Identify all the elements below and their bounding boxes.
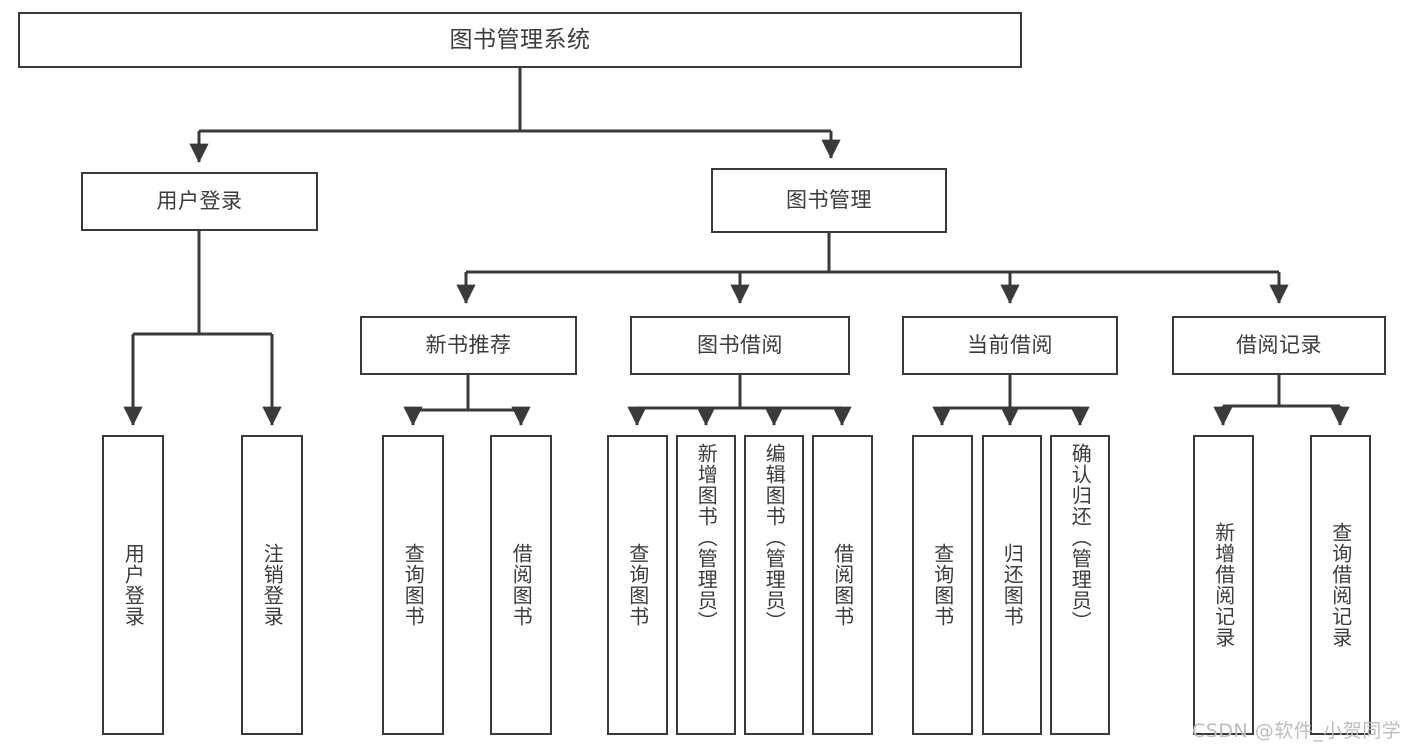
node-leaf-query-book-recommend[interactable]: 查询图书 xyxy=(382,435,444,735)
node-label: 新增图书（管理员） xyxy=(694,443,719,632)
node-label: 注销登录 xyxy=(260,543,285,627)
node-label: 借阅记录 xyxy=(1236,333,1322,358)
node-leaf-return-book[interactable]: 归还图书 xyxy=(982,435,1042,735)
node-label: 查询图书 xyxy=(930,543,955,627)
node-leaf-confirm-return[interactable]: 确认归还（管理员） xyxy=(1050,435,1110,735)
node-leaf-user-login[interactable]: 用户登录 xyxy=(102,435,164,735)
node-root-book-management-system[interactable]: 图书管理系统 xyxy=(18,12,1022,68)
node-label: 用户登录 xyxy=(156,189,243,214)
node-new-book-recommend[interactable]: 新书推荐 xyxy=(360,316,577,375)
node-leaf-add-book[interactable]: 新增图书（管理员） xyxy=(676,435,736,735)
node-leaf-query-book-current[interactable]: 查询图书 xyxy=(912,435,973,735)
node-leaf-query-book-borrow[interactable]: 查询图书 xyxy=(607,435,668,735)
csdn-watermark: CSDN @软件_小贺同学 xyxy=(1192,720,1402,742)
node-label: 编辑图书（管理员） xyxy=(762,443,787,632)
node-label: 用户登录 xyxy=(121,543,146,627)
node-leaf-edit-book[interactable]: 编辑图书（管理员） xyxy=(744,435,804,735)
node-label: 查询借阅记录 xyxy=(1328,522,1353,648)
node-book-borrow[interactable]: 图书借阅 xyxy=(630,316,850,375)
node-label: 图书借阅 xyxy=(697,333,783,358)
node-label: 图书管理系统 xyxy=(449,26,591,53)
node-borrow-record[interactable]: 借阅记录 xyxy=(1172,316,1386,375)
node-leaf-query-borrow-record[interactable]: 查询借阅记录 xyxy=(1310,435,1371,735)
node-label: 查询图书 xyxy=(625,543,650,627)
node-label: 当前借阅 xyxy=(967,333,1053,358)
node-label: 新书推荐 xyxy=(425,333,512,358)
node-label: 图书管理 xyxy=(786,188,872,213)
node-label: 借阅图书 xyxy=(509,543,534,627)
node-label: 归还图书 xyxy=(1000,543,1025,627)
node-book-manage[interactable]: 图书管理 xyxy=(711,168,947,233)
node-leaf-borrow-book-borrow[interactable]: 借阅图书 xyxy=(812,435,873,735)
node-label: 确认归还（管理员） xyxy=(1068,443,1093,632)
node-label: 查询图书 xyxy=(401,543,426,627)
node-label: 新增借阅记录 xyxy=(1211,522,1236,648)
node-label: 借阅图书 xyxy=(830,543,855,627)
node-current-borrow[interactable]: 当前借阅 xyxy=(902,316,1118,375)
node-leaf-add-borrow-record[interactable]: 新增借阅记录 xyxy=(1193,435,1254,735)
node-user-login[interactable]: 用户登录 xyxy=(81,172,318,231)
node-leaf-logout-login[interactable]: 注销登录 xyxy=(241,435,303,735)
node-leaf-borrow-book-recommend[interactable]: 借阅图书 xyxy=(490,435,552,735)
